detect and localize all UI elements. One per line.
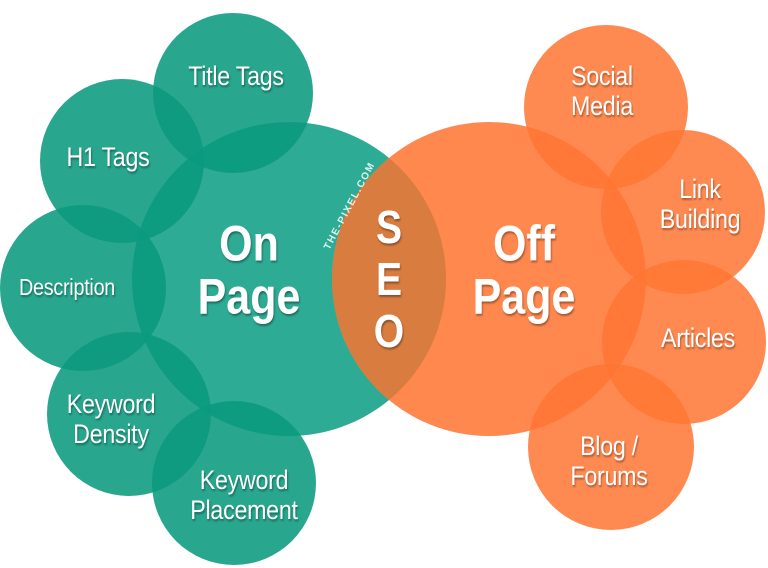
seo-label: S E O	[373, 201, 405, 358]
keyword-density-line-2: Density	[73, 419, 149, 449]
keyword-placement-line-1: Keyword	[199, 464, 289, 495]
social-media-line-2: Media	[571, 91, 633, 121]
blog-forums-circle	[528, 364, 694, 530]
keyword-placement-circle	[152, 401, 316, 565]
h1-tags-label: H1 Tags	[66, 141, 150, 172]
blog-forums-line-2: Forums	[570, 461, 648, 491]
blog-forums-line-1: Blog /	[580, 430, 638, 461]
keyword-placement-label: Keyword Placement	[190, 464, 298, 525]
blog-forums-label: Blog / Forums	[570, 431, 647, 491]
h1-tags-circle	[40, 79, 204, 243]
link-building-line-1: Link	[679, 173, 721, 204]
link-building-label: Link Building	[660, 174, 741, 234]
articles-label: Articles	[660, 322, 736, 353]
on-page-line-2: Page	[197, 268, 301, 324]
title-tags-label: Title Tags	[188, 60, 284, 91]
seo-letter-o: O	[373, 304, 405, 357]
link-building-line-2: Building	[659, 204, 741, 234]
seo-overlap	[332, 122, 446, 436]
social-media-line-1: Social	[571, 60, 633, 91]
link-building-circle	[601, 130, 765, 294]
on-page-label: On Page	[197, 215, 301, 324]
seo-letter-s: S	[375, 201, 403, 254]
keyword-density-label: Keyword Density	[67, 389, 156, 449]
keyword-placement-line-2: Placement	[190, 495, 298, 525]
on-page-line-1: On	[219, 215, 279, 272]
keyword-density-line-1: Keyword	[66, 388, 156, 419]
social-media-label: Social Media	[571, 61, 633, 121]
description-circle	[0, 205, 166, 371]
off-page-line-2: Page	[472, 268, 576, 324]
off-page-line-1: Off	[492, 215, 556, 272]
description-label: Description	[18, 274, 116, 301]
off-page-label: Off Page	[472, 215, 576, 324]
seo-letter-e: E	[375, 253, 403, 306]
